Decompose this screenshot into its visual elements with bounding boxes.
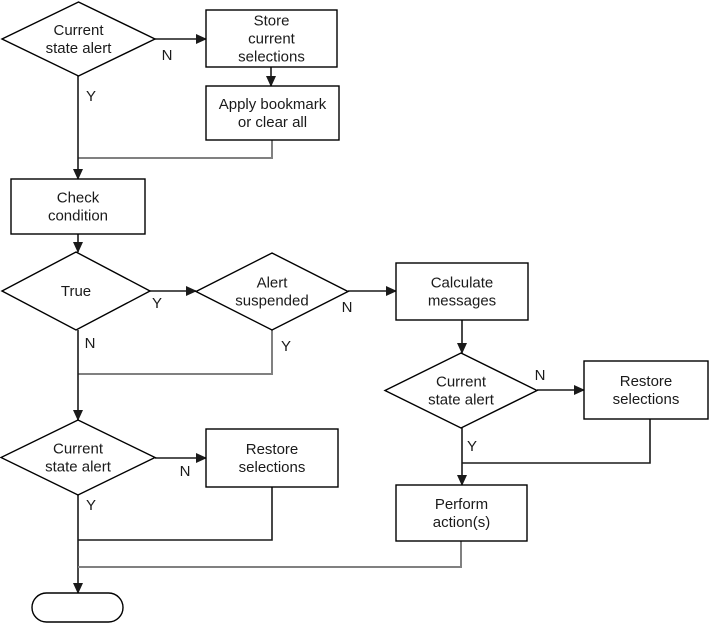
edge-right-restore-join: [462, 419, 651, 464]
decision-shape: [0, 419, 157, 496]
edge-top-alert-yes: Y: [73, 76, 96, 180]
edge-label-right-alert-yes: Y: [467, 438, 477, 455]
edge-perform-join: [78, 541, 462, 568]
process-shape: [205, 428, 339, 488]
decision-shape: [0, 251, 152, 331]
edge-line: [78, 330, 273, 375]
edge-true-no: N: [73, 330, 96, 421]
edge-top-alert-no: N: [155, 34, 207, 64]
edge-label-true-no: N: [85, 335, 96, 352]
edge-line: [78, 140, 273, 159]
process-shape: [205, 85, 340, 141]
edge-left-alert-yes: Y: [73, 495, 96, 594]
edge-label-left-alert-yes: Y: [86, 497, 96, 514]
edge-label-right-alert-no: N: [535, 367, 546, 384]
edge-left-alert-no: N: [155, 453, 207, 480]
edge-apply-join: [78, 140, 273, 159]
decision-shape: [383, 352, 539, 429]
process-shape: [205, 9, 338, 68]
decision-shape: [194, 252, 350, 331]
edge-label-suspended-yes-join: Y: [281, 338, 291, 355]
process-shape: [583, 360, 709, 420]
edge-left-restore-join: [78, 487, 273, 541]
process-shape: [10, 178, 146, 235]
process-shape: [395, 262, 529, 321]
process-shape: [395, 484, 528, 542]
terminator-shape: [31, 592, 124, 623]
edge-line: [78, 541, 462, 568]
edge-label-true-yes: Y: [152, 295, 162, 312]
node-end-terminator: [31, 592, 124, 623]
edge-label-top-alert-no: N: [162, 47, 173, 64]
edge-label-left-alert-no: N: [180, 463, 191, 480]
edge-right-alert-no: N: [535, 367, 585, 395]
edge-label-suspended-no: N: [342, 299, 353, 316]
edge-true-yes: Y: [150, 286, 197, 312]
node-label-true: True: [61, 283, 91, 300]
edge-suspended-no: N: [342, 286, 397, 316]
edge-line: [462, 419, 651, 464]
node-true: True: [0, 251, 152, 331]
edge-line: [78, 487, 273, 541]
decision-shape: [0, 1, 157, 77]
edge-right-alert-yes: Y: [457, 428, 477, 486]
edge-label-top-alert-yes: Y: [86, 88, 96, 105]
edge-suspended-yes-join: Y: [78, 330, 291, 375]
